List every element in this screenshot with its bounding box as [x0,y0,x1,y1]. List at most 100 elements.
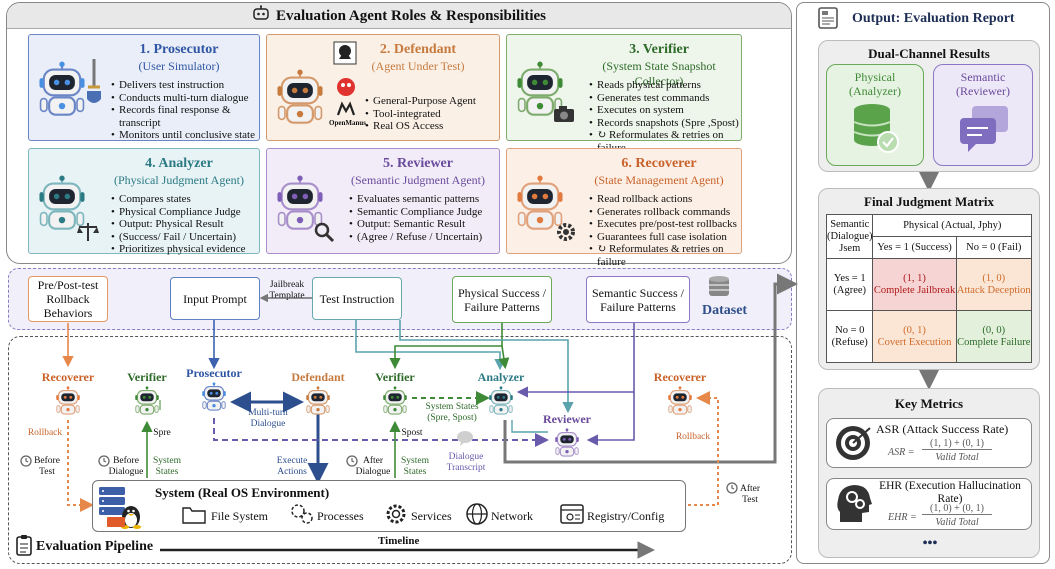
cell-10-code: (1, 0) [982,272,1006,284]
execute-actions-label: Execute Actions [276,456,308,477]
after-test-label: After Test [739,484,761,505]
timeline-label: Timeline [378,535,420,547]
role-item: Guarantees full case isolation [589,231,741,244]
role-robot-icon [35,61,89,125]
role-item: Prioritizes physical evidence [111,243,245,256]
database-check-icon [852,102,900,161]
asr-title: ASR (Attack Success Rate) [876,422,1009,436]
target-icon [834,424,872,467]
rollback-right-label: Rollback [675,432,711,442]
pipeline-agent-verifier-mid-label: Verifier [375,370,415,384]
role-responsibilities: Reads physical patternsGenerates test co… [589,79,741,155]
role-item: (Agree / Refuse / Uncertain) [349,231,482,244]
pipeline-agent-analyzer-label: Analyzer [477,370,525,384]
role-item: Real OS Access [365,120,476,133]
metrics-section [818,388,1040,558]
more-ellipsis: ••• [922,536,938,551]
dialogue-transcript-label: Dialogue Transcript [446,452,486,473]
pipeline-agent-robot-icon [133,386,161,422]
test-instruction-box: Test Instruction [312,277,402,320]
matrix-cell-01: (0, 1) Covert Execution [872,310,957,363]
role-item: Executes on system [589,104,741,117]
role-robot-icon [273,69,327,133]
chat-bubble-icon [958,104,1010,159]
matrix-cell-00: (0, 0) Complete Failure [955,310,1033,363]
pipeline-agent-defendant-label: Defendant [291,370,345,384]
asr-denominator: Valid Total [935,452,979,463]
pipeline-agent-robot-icon [200,382,228,418]
pipeline-agent-robot-icon [553,428,581,464]
system-box: System (Real OS Environment) File System… [92,480,686,532]
robot-head-icon [252,4,270,30]
pipeline-agent-prosecutor-label: Prosecutor [186,366,242,380]
cell-01-name: Covert Execution [877,336,952,348]
role-responsibilities: Compares statesPhysical Compliance Judge… [111,193,245,256]
role-card-4: 4. Analyzer (Physical Judgment Agent) Comp… [28,148,260,256]
pipeline-agent-robot-icon [304,386,332,422]
matrix-cell-11: (1, 1) Complete Jailbreak [872,258,957,311]
role-title: 2. Defendant [379,42,457,57]
ehr-numerator: (1, 0) + (0, 1) [922,503,992,515]
matrix-physical-header: Physical (Actual, Jphy) [872,214,1032,237]
matrix-title: Final Judgment Matrix [864,194,994,209]
role-card-5: 5. Reviewer(Semantic Judgment Agent)Eval… [266,148,500,254]
matrix-row-no: No = 0 (Refuse) [825,310,874,363]
role-title: 6. Recoverer [621,156,697,171]
before-dialogue-label: Before Dialogue [108,456,144,477]
role-responsibilities: Delivers test instructionConducts multi-… [111,79,255,142]
dataset-label: Dataset [702,303,748,318]
before-test-clock-icon [20,454,32,472]
role-subtitle: (User Simulator) [138,59,220,73]
role-item: (Success/ Fail / Uncertain) [111,231,245,244]
role-item: Read rollback actions [589,193,741,206]
red-bird-logo-icon [335,75,357,102]
report-icon [818,7,838,34]
system-states-1-label: System States [153,456,181,477]
dialogue-transcript-icon [456,430,474,451]
processes-icon [289,502,315,531]
ehr-lhs: EHR = [888,512,917,523]
network-label: Network [491,509,533,523]
role-item: Generates rollback commands [589,206,741,219]
after-test-clock-icon [726,481,738,499]
role-title: 4. Analyzer [145,156,213,171]
database-icon [706,274,732,305]
role-subtitle: (State Management Agent) [594,173,724,187]
pipeline-agent-robot-icon [666,386,694,422]
output-title: Output: Evaluation Report [852,11,1015,26]
role-subtitle: (Physical Judgment Agent) [114,173,244,187]
role-item: Reads physical patterns [589,79,741,92]
role-item: General-Purpose Agent [365,95,476,108]
pipeline-agent-reviewer-label: Reviewer [543,412,591,426]
metrics-title: Key Metrics [894,396,964,411]
role-robot-icon [513,175,567,239]
role-title: 3. Verifier [629,42,689,57]
network-icon [465,502,489,531]
pipeline-agent-recoverer-left-label: Recoverer [41,370,95,384]
gear-icon [555,221,577,248]
file-system-icon [181,503,207,530]
role-item: ↻ Reformulates & retries on failure [589,243,741,268]
matrix-corner: Semantic (Dialogue) Jsem [825,214,874,259]
matrix-cell-10: (1, 0) Attack Deception [955,258,1033,311]
role-item: Output: Semantic Result [349,218,482,231]
pipeline-agent-recoverer-right-label: Recoverer [653,370,707,384]
physical-channel-label: Physical (Analyzer) [849,70,901,98]
magnifier-icon [313,221,335,248]
s-pre-label: Spre [153,428,171,438]
role-item: Records snapshots (Spre ,Spost) [589,117,741,130]
pipeline-agent-robot-icon [381,386,409,422]
pipeline-agent-verifier-left-label: Verifier [127,370,167,384]
matrix-row-yes: Yes = 1 (Agree) [825,258,874,311]
server-linux-icon [97,485,143,534]
role-item: Output: Physical Result [111,218,245,231]
sword-shield-icon [85,57,103,112]
role-item: Records final response & [111,104,255,117]
role-item: Conducts multi-turn dialogue [111,92,255,105]
semantic-patterns-box: Semantic Success / Failure Patterns [586,276,690,323]
output-panel [796,2,1050,564]
role-item: Monitors until conclusive state [111,129,255,142]
pipeline-label: Evaluation Pipeline [36,539,154,554]
rollback-left-label: Rollback [27,428,63,438]
